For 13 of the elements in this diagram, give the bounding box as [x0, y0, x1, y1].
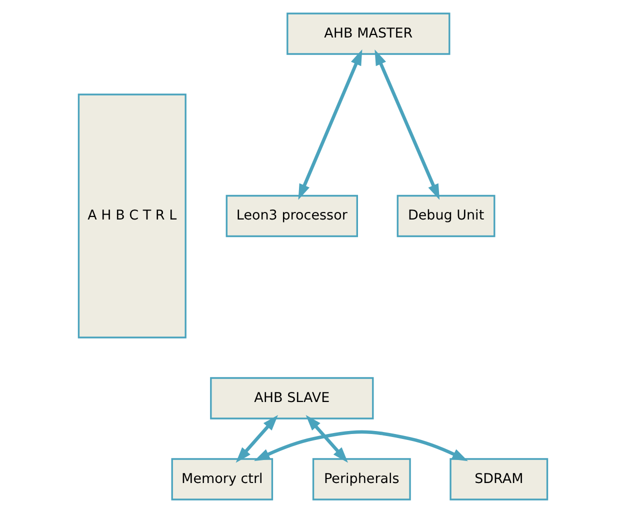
node-box: Leon3 processor — [226, 194, 358, 237]
node-box: Peripherals — [312, 458, 411, 500]
node-box: Debug Unit — [396, 194, 496, 237]
arrow — [374, 48, 440, 200]
node-box: AHB SLAVE — [210, 376, 374, 419]
node-box: AHB MASTER — [286, 12, 450, 54]
node-box: Memory ctrl — [171, 458, 274, 500]
node-box: A H B C T R L — [78, 93, 186, 338]
arrow — [306, 414, 348, 462]
arrow — [236, 414, 278, 462]
node-box: SDRAM — [450, 458, 548, 500]
arrow — [298, 48, 362, 200]
arrow — [254, 430, 468, 461]
